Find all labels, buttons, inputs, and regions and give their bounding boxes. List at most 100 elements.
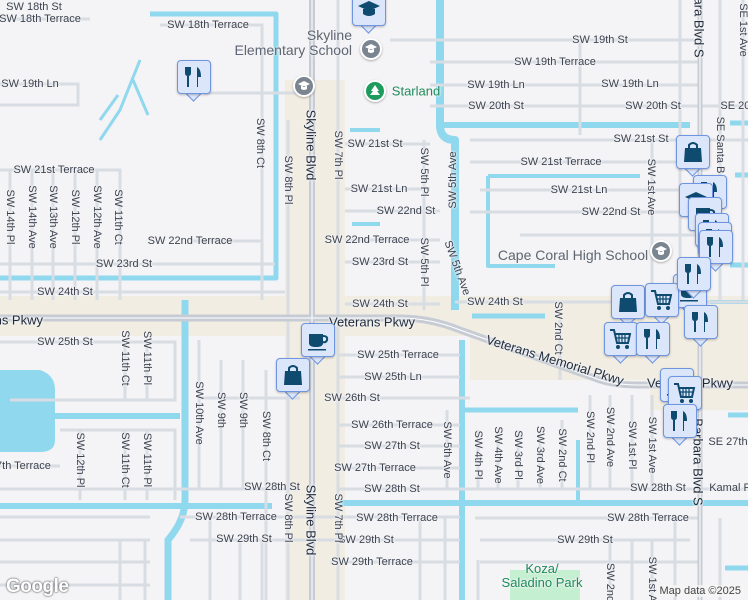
cafe-pin[interactable] (301, 323, 335, 365)
place-label-koza-saladino-park[interactable]: Koza/ Saladino Park (502, 562, 583, 590)
street-label: Kamal P (709, 482, 748, 494)
street-label: SE 27th (708, 436, 748, 448)
pin-box (645, 283, 679, 317)
shopping-icon (619, 292, 637, 312)
street-label: SW 25th Terrace (357, 349, 439, 361)
street-label: SW 2nd Pl (604, 563, 616, 600)
shopping-icon (284, 365, 302, 385)
school-marker[interactable] (293, 75, 315, 97)
street-label: SW 26th St (324, 392, 380, 404)
school-icon (655, 246, 667, 255)
school-pin[interactable] (352, 0, 386, 34)
restaurant-pin[interactable] (177, 60, 211, 102)
park-marker[interactable] (364, 80, 386, 102)
street-label: SW 5th Pl (418, 147, 430, 197)
street-label: SW 28th Terrace (195, 511, 277, 523)
restaurant-pin[interactable] (663, 404, 697, 446)
street-label: SW 18th St (6, 1, 62, 13)
street-label: SW 9th (237, 391, 249, 429)
restaurant-icon (185, 67, 201, 87)
cafe-icon (308, 334, 329, 351)
street-label: SW 8th Pl (282, 155, 294, 205)
shopping-pin[interactable] (676, 135, 710, 177)
street-label: SW 7th Pl (332, 130, 344, 180)
street-label: SW 25th St (37, 336, 93, 348)
grocery-pin[interactable] (604, 322, 638, 364)
street-label: SW 27th Terrace (0, 460, 51, 472)
street-label: SW 21st Ln (350, 183, 408, 195)
school-marker[interactable] (650, 240, 672, 262)
school-icon (298, 81, 310, 90)
street-label: SW 19th Ln (1, 78, 59, 90)
grocery-icon (610, 329, 632, 349)
restaurant-pin[interactable] (684, 305, 718, 347)
street-label: SW 29th St (557, 534, 613, 546)
street-label: SW 23rd St (95, 258, 153, 270)
street-label: SW 18th Terrace (0, 13, 81, 25)
pin-box (677, 257, 711, 291)
pin-box (611, 285, 645, 319)
restaurant-icon (685, 264, 701, 284)
street-label: SW 13th Ave (47, 185, 59, 249)
restaurant-icon (671, 411, 687, 431)
street-label: SW 28th St (244, 481, 300, 493)
street-label: SW 24th St (352, 298, 408, 310)
street-label: SW 27th St (364, 440, 420, 452)
street-label: SW 21st St (613, 133, 669, 145)
restaurant-pin[interactable] (677, 257, 711, 299)
street-label: SW 21st St (347, 138, 403, 150)
street-label: SW 11th Ct (119, 432, 131, 488)
street-label: SW 20th St (625, 100, 681, 112)
place-label-starland[interactable]: Starland (391, 83, 441, 99)
place-label-skyline-elementary[interactable]: Skyline Elementary School (234, 28, 352, 58)
street-label: SW 28th St (364, 483, 420, 495)
koza-saladino-park-area (510, 570, 580, 600)
place-label-line: Elementary School (234, 42, 352, 58)
place-label-line: Koza/ (525, 561, 559, 576)
pin-box (663, 404, 697, 438)
road-label-skyline-blvd: Skyline Blvd (303, 484, 319, 556)
google-logo: Google (6, 576, 69, 597)
street-label: SW 8th Pl (282, 493, 294, 543)
street-label: SW 12th Pl (69, 189, 81, 245)
street-label: SW 2nd Ct (552, 301, 564, 355)
street-label: SW 4th Pl (472, 430, 484, 480)
street-label: SW 28th St (630, 482, 686, 494)
school-marker[interactable] (360, 38, 382, 60)
street-label: SW 21st Terrace (520, 156, 602, 168)
street-label: SW 21st Ln (550, 184, 608, 196)
restaurant-icon (644, 329, 660, 349)
street-label: SW 8th Ct (254, 117, 266, 169)
street-label: SW 11th Pl (141, 432, 153, 488)
street-label: SE 1st Ave (737, 3, 748, 57)
street-label: SW 1st Pl (626, 420, 638, 470)
shopping-pin[interactable] (276, 358, 310, 400)
street-label: SE Santa B (714, 116, 726, 174)
grocery-icon (651, 290, 673, 310)
street-label: SW 5th Ave (441, 421, 453, 479)
map-attribution: Map data ©2025 (656, 585, 744, 597)
street-label: SW 3rd Pl (512, 430, 524, 480)
street-label: SW 29th St (338, 534, 394, 546)
street-label: SW 21st Terrace (13, 164, 95, 176)
restaurant-icon (707, 237, 723, 257)
grocery-pin[interactable] (645, 283, 679, 325)
street-label: SW 29th St (216, 533, 272, 545)
street-label: SW 10th Ave (193, 381, 205, 445)
restaurant-pin[interactable] (636, 322, 670, 364)
street-label: SW 27th Terrace (334, 462, 416, 474)
place-label-cape-coral-high-school[interactable]: Cape Coral High School (497, 247, 649, 263)
shopping-icon (684, 142, 702, 162)
street-label: SW 22nd St (581, 206, 641, 218)
street-label: SW 2nd Ct (556, 428, 568, 482)
street-label: SW 24th St (467, 296, 523, 308)
tree-icon (370, 85, 380, 95)
street-label: SW 3rd Ave (534, 426, 546, 484)
shopping-pin[interactable] (611, 285, 645, 327)
street-label: SW 1st Ave (646, 416, 658, 474)
street-label: SW 19th Terrace (514, 56, 596, 68)
grocery-icon (674, 383, 696, 403)
street-label: SW 11th Ct (112, 189, 124, 245)
street-label: SW 20th St (468, 100, 524, 112)
